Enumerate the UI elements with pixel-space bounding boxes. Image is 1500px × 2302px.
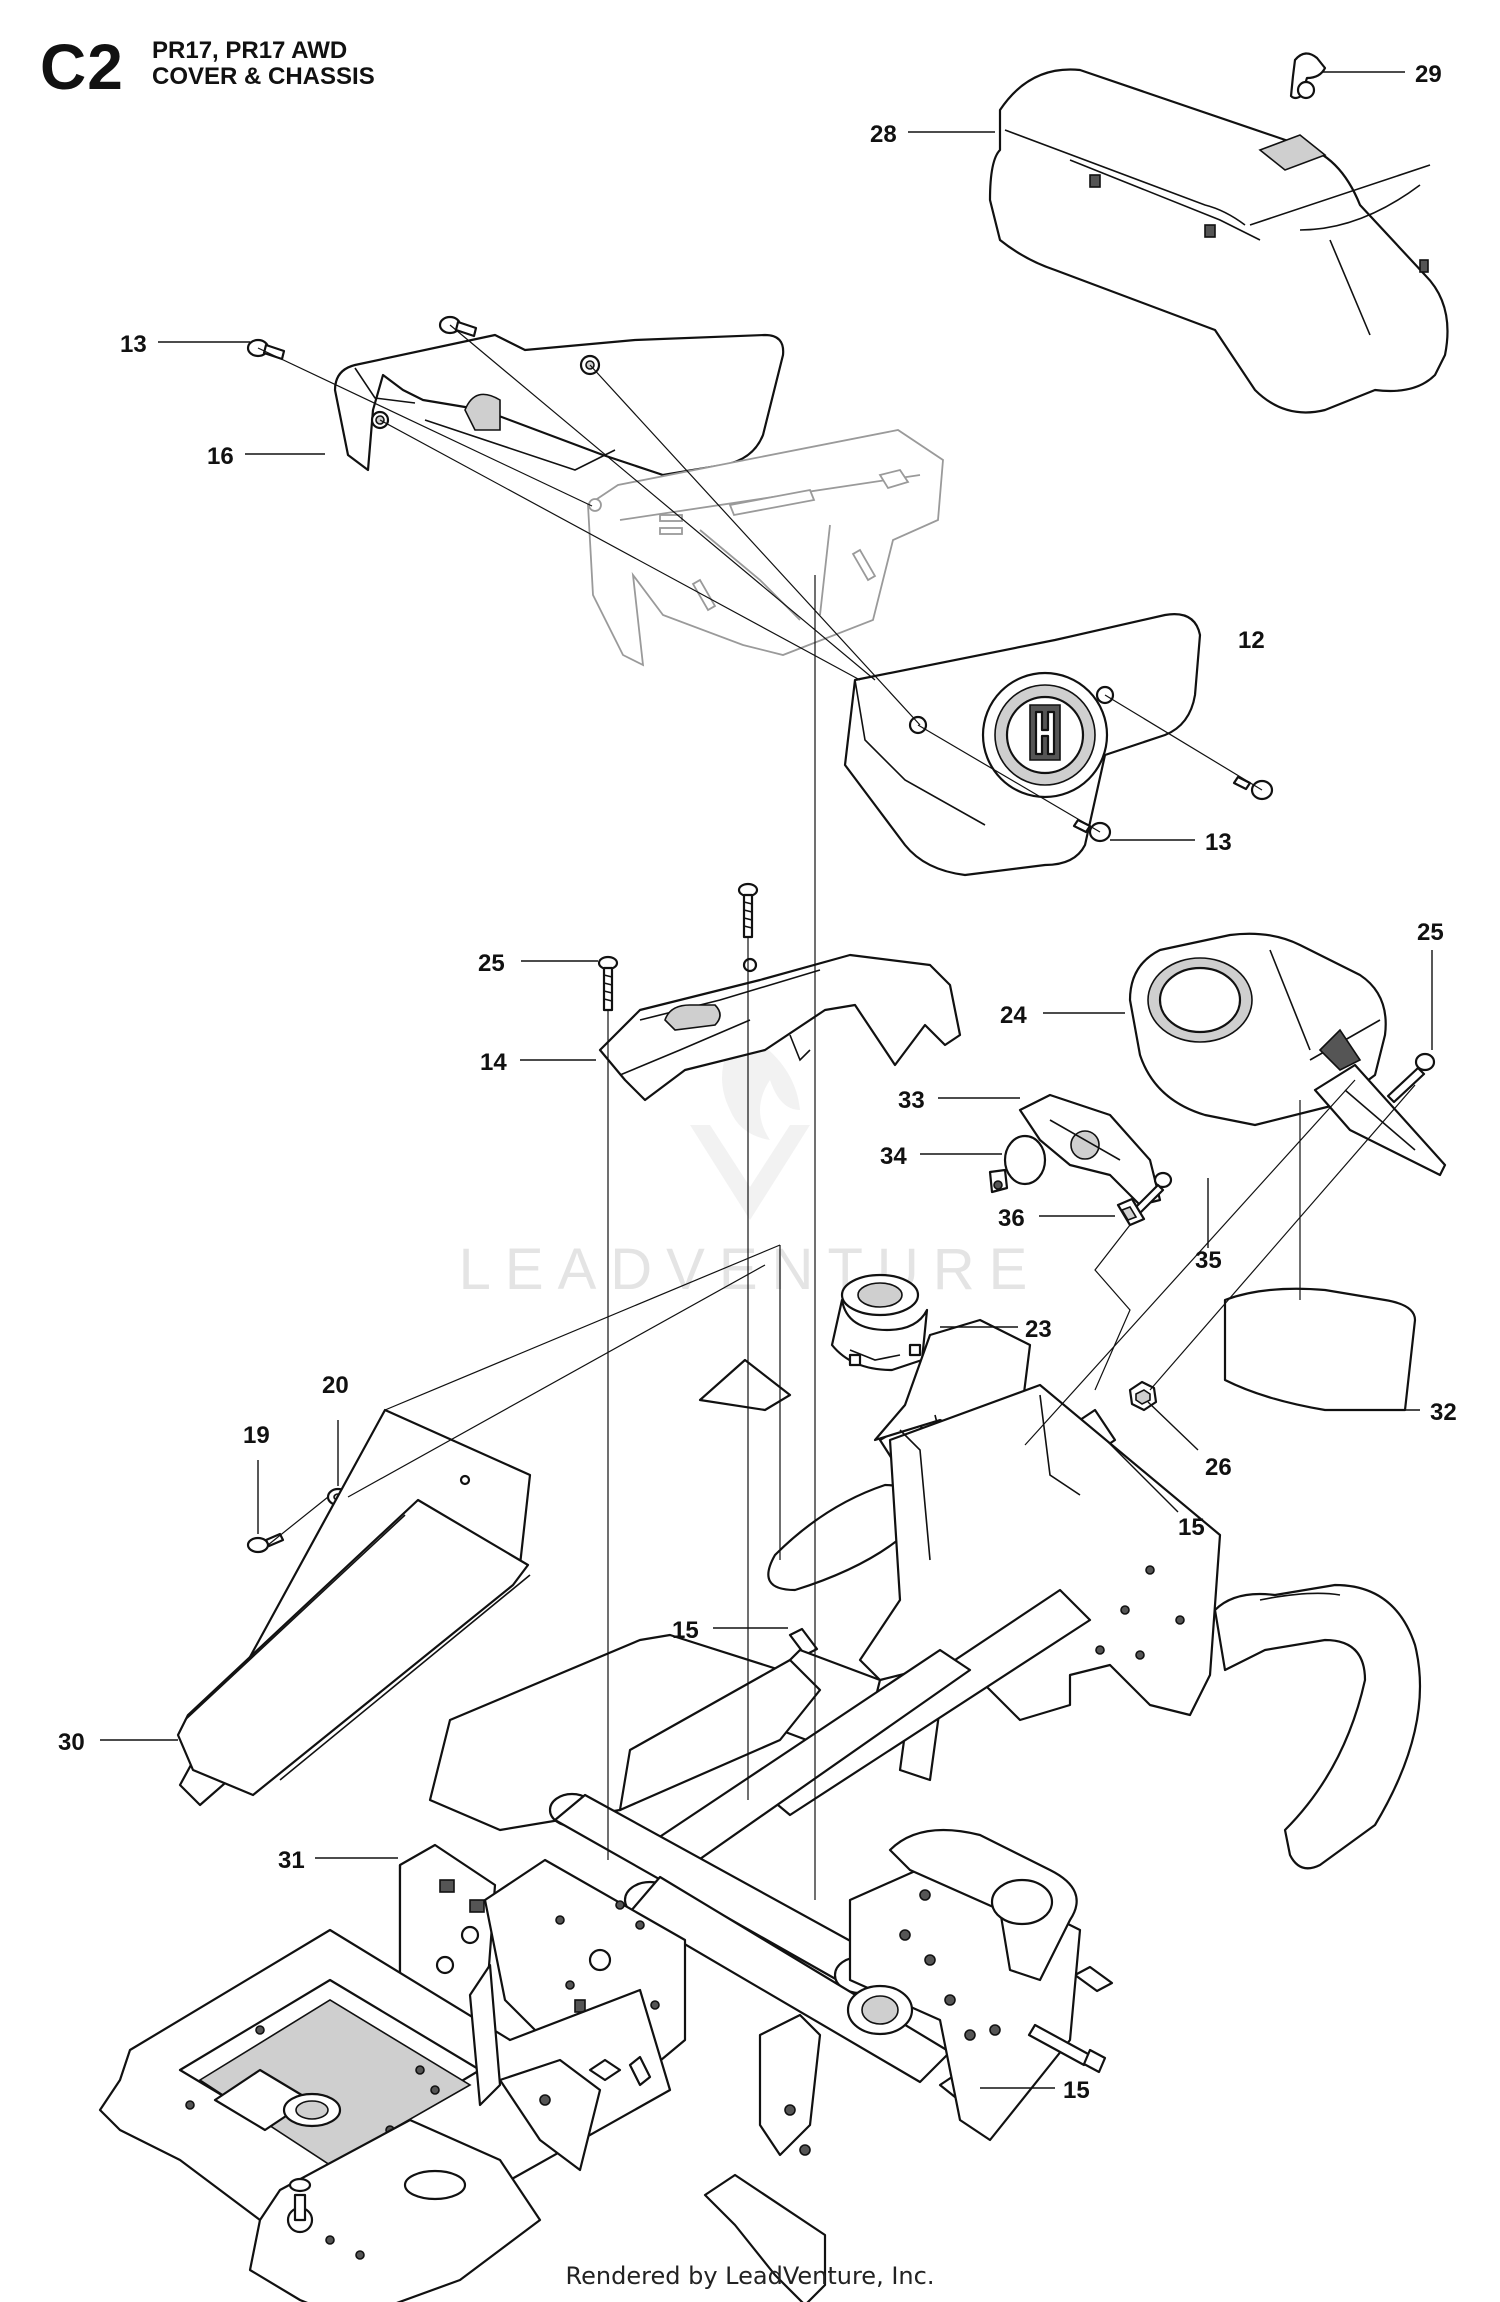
part-29-knob[interactable] <box>1289 52 1327 100</box>
model-name: PR17, PR17 AWD <box>152 37 348 64</box>
callout-23: 23 <box>1025 1316 1052 1343</box>
callout-31: 31 <box>278 1847 305 1874</box>
callout-30: 30 <box>58 1729 85 1756</box>
part-25-screw-b[interactable] <box>737 882 759 939</box>
callout-15: 15 <box>1063 2077 1090 2104</box>
callout-15: 15 <box>672 1617 699 1644</box>
callout-36: 36 <box>998 1205 1025 1232</box>
callout-25: 25 <box>1417 919 1444 946</box>
callout-33: 33 <box>898 1087 925 1114</box>
part-23-boot[interactable] <box>830 1273 929 1372</box>
callout-14: 14 <box>480 1049 507 1076</box>
callout-25: 25 <box>478 950 505 977</box>
callout-12: 12 <box>1238 627 1265 654</box>
callout-15: 15 <box>1178 1514 1205 1541</box>
part-32-panel[interactable] <box>1223 1287 1417 1412</box>
callout-16: 16 <box>207 443 234 470</box>
diagram-code: C2 <box>40 31 124 103</box>
callout-32: 32 <box>1430 1399 1457 1426</box>
part-13-screw-a[interactable] <box>246 338 286 361</box>
callout-26: 26 <box>1205 1454 1232 1481</box>
callout-20: 20 <box>322 1372 349 1399</box>
part-36-clip[interactable] <box>1116 1197 1146 1227</box>
part-16-dash-panel[interactable] <box>333 333 785 477</box>
part-24-shroud[interactable] <box>1128 932 1387 1127</box>
callout-35: 35 <box>1195 1247 1222 1274</box>
part-31-chassis-frame[interactable] <box>98 1383 1421 2302</box>
callout-29: 29 <box>1415 61 1442 88</box>
watermark-text: LEADVENTURE <box>458 1237 1042 1302</box>
part-25-screw-a[interactable] <box>597 955 619 1012</box>
callout-34: 34 <box>880 1143 907 1170</box>
callout-13: 13 <box>120 331 147 358</box>
watermark-logo-icon <box>690 1030 810 1220</box>
part-30-floor-plate[interactable] <box>176 1408 532 1807</box>
part-12-steering-console[interactable] <box>843 613 1202 877</box>
part-13-screw-c[interactable] <box>1232 775 1274 801</box>
callout-19: 19 <box>243 1422 270 1449</box>
part-15-clip-b[interactable] <box>788 1627 819 1657</box>
callout-13: 13 <box>1205 829 1232 856</box>
part-13-screw-b[interactable] <box>438 315 478 338</box>
footer-credit: Rendered by LeadVenture, Inc. <box>565 2262 935 2290</box>
part-33-switch-housing[interactable] <box>1018 1093 1162 1207</box>
part-24-bracket <box>1313 1063 1447 1177</box>
part-15-clip-d[interactable] <box>1073 1965 1114 1993</box>
assembly-guide-lines <box>257 324 1416 1900</box>
part-28-hood-cover[interactable] <box>988 68 1449 414</box>
part-25-screw-c[interactable] <box>1386 1052 1436 1104</box>
callout-28: 28 <box>870 121 897 148</box>
part-14-column-cover[interactable] <box>598 953 962 1102</box>
section-title: COVER & CHASSIS <box>152 63 375 90</box>
callout-labels: 29 28 13 16 12 13 25 25 14 24 33 34 35 3… <box>58 61 1457 2104</box>
callout-24: 24 <box>1000 1002 1027 1029</box>
leader-lines <box>100 71 1433 2089</box>
part-34-bulb[interactable] <box>988 1134 1047 1194</box>
